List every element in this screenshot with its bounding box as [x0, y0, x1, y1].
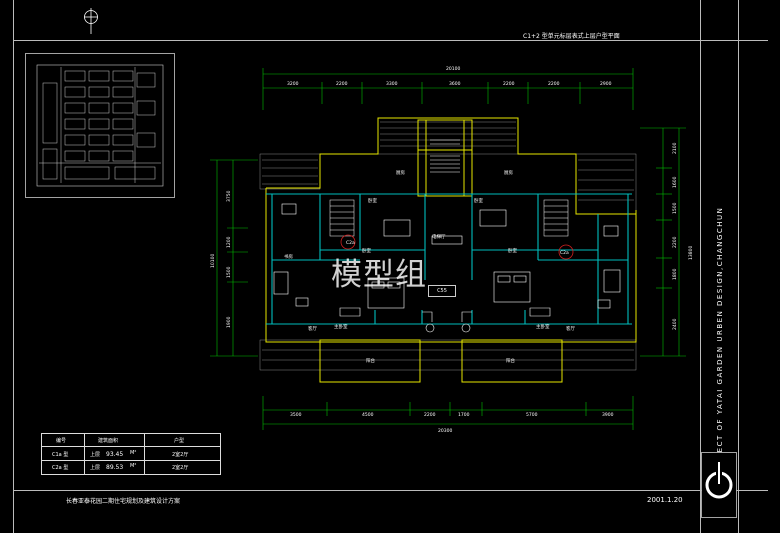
- room-label-study: 书房: [284, 253, 293, 260]
- table-row-2-prefix: 上层: [90, 465, 101, 471]
- room-label-elevator-hall: 电梯厅: [432, 233, 446, 240]
- dim-left-seg-2: 1200: [226, 236, 232, 248]
- table-row-2-code: C2a 型: [52, 465, 69, 471]
- table-header-code: 编号: [56, 438, 67, 444]
- project-vertical-text: PROJECT OF YATAI GARDEN URBEN DESIGN,CHA…: [716, 206, 724, 475]
- dim-bottom-seg-2: 4500: [362, 412, 374, 418]
- room-label-bedroom-1: 卧室: [368, 197, 377, 204]
- dim-bottom-seg-6: 3900: [602, 412, 614, 418]
- unit-marker-right: C2a: [560, 250, 569, 256]
- room-label-master-1: 主卧室: [334, 323, 348, 330]
- north-arrow-icon: [84, 8, 98, 34]
- drawing-date: 2001.1.20: [647, 496, 683, 504]
- room-label-kitchen-1: 厨房: [396, 169, 405, 176]
- dim-top-seg-7: 2900: [600, 81, 612, 87]
- dim-left-seg-1: 3750: [226, 190, 232, 202]
- table-header-area: 建筑面积: [98, 438, 119, 444]
- room-label-bedroom-3: 卧室: [362, 247, 371, 254]
- frame-top-line: [13, 40, 768, 41]
- area-table: 编号 建筑面积 户型 C1a 型 上层 93.45 M² 2室2厅 C2a 型 …: [41, 433, 221, 475]
- room-label-living-2: 客厅: [566, 325, 575, 332]
- dim-top-seg-6: 2200: [548, 81, 560, 87]
- dim-top-seg-3: 3300: [386, 81, 398, 87]
- dim-bottom-seg-1: 3500: [290, 412, 302, 418]
- table-row-2-unit: M²: [130, 463, 137, 469]
- dim-right-seg-4: 2200: [672, 236, 678, 248]
- dim-top-seg-5: 2200: [503, 81, 515, 87]
- table-header-type: 户型: [174, 438, 185, 444]
- unit-marker-left: C2a: [346, 240, 355, 246]
- room-label-balcony-2: 阳台: [506, 357, 515, 364]
- dim-right-seg-6: 2400: [672, 318, 678, 330]
- table-row-1-type: 2室2厅: [172, 452, 189, 458]
- table-row-1-area: 93.45: [106, 451, 124, 458]
- dim-bottom-seg-3: 2200: [424, 412, 436, 418]
- table-row-1-code: C1a 型: [52, 452, 69, 458]
- watermark-sub: C55: [428, 285, 456, 297]
- dim-right-total: 13800: [688, 246, 694, 260]
- room-label-master-2: 主卧室: [536, 323, 550, 330]
- frame-left-line: [13, 0, 14, 533]
- room-label-bedroom-4: 卧室: [508, 247, 517, 254]
- frame-bottom-line: [13, 490, 768, 491]
- floor-plan: C2a C2a 20100 3200 2200 3300 3600 2200 2…: [210, 66, 694, 434]
- project-title: 长春亚泰花园二期住宅规划及建筑设计方案: [66, 498, 181, 505]
- site-plan-thumbnail: [25, 53, 175, 198]
- dim-right-seg-1: 2100: [672, 142, 678, 154]
- dim-left-seg-4: 1900: [226, 316, 232, 328]
- room-label-balcony-1: 阳台: [366, 357, 375, 364]
- dim-bottom-seg-4: 1700: [458, 412, 470, 418]
- room-label-bedroom-2: 卧室: [474, 197, 483, 204]
- table-row-1-unit: M²: [130, 450, 137, 456]
- dim-top-seg-4: 3600: [449, 81, 461, 87]
- table-row-2-type: 2室2厅: [172, 465, 189, 471]
- dim-top-seg-1: 3200: [287, 81, 299, 87]
- dim-bottom-seg-5: 5700: [526, 412, 538, 418]
- dim-right-seg-5: 1800: [672, 268, 678, 280]
- dim-top-seg-2: 2200: [336, 81, 348, 87]
- dim-left-total: 10100: [210, 254, 216, 268]
- table-row-1-prefix: 上层: [90, 452, 101, 458]
- dim-right-seg-3: 1500: [672, 202, 678, 214]
- frame-right-line: [700, 0, 701, 533]
- dim-top-total: 20100: [446, 66, 460, 72]
- table-row-2-area: 89.53: [106, 464, 124, 471]
- room-label-living-1: 客厅: [308, 325, 317, 332]
- dim-bottom-total: 20300: [438, 428, 452, 434]
- sheet-title: C1+2 型单元标层表式上层户型平面: [523, 33, 620, 40]
- dim-left-seg-3: 1500: [226, 266, 232, 278]
- logo-icon: [701, 452, 737, 518]
- frame-right-line-2: [738, 0, 739, 533]
- dim-right-seg-2: 1600: [672, 176, 678, 188]
- watermark: 模型组: [331, 257, 427, 293]
- room-label-kitchen-2: 厨房: [504, 169, 513, 176]
